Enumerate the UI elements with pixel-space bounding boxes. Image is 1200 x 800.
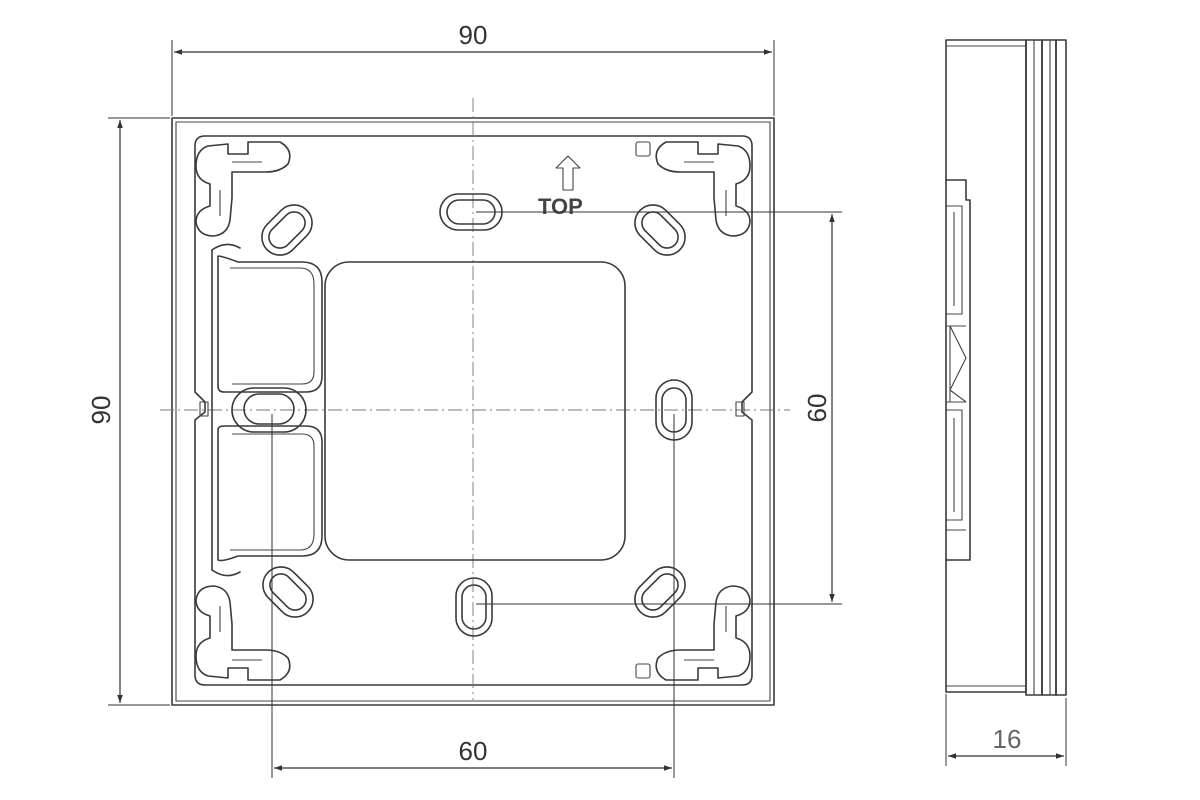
side-view [945, 39, 1067, 696]
dimension-hole-spacing-horizontal-60: 60 [271, 414, 675, 778]
top-orientation-marking: TOP [538, 155, 583, 219]
corner-clip-bottom-left [195, 585, 291, 681]
left-notch [199, 401, 209, 417]
side-body [945, 39, 1027, 693]
dimension-depth-label: 16 [993, 724, 1022, 754]
dimension-hole-spacing-vertical-60: 60 [476, 211, 842, 605]
diagonal-slot-top-right [634, 204, 686, 256]
bottom-mounting-slot [455, 577, 493, 637]
dimension-vertical-spacing-label: 60 [802, 394, 832, 423]
side-clip-profile [945, 179, 971, 561]
diagonal-slot-bottom-right [634, 566, 686, 618]
dimension-horizontal-spacing-label: 60 [459, 736, 488, 766]
dimension-height-label: 90 [86, 396, 116, 425]
left-center-mounting-slot [231, 387, 307, 433]
dimension-depth-16: 16 [945, 694, 1067, 766]
diagonal-slot-top-left [261, 204, 313, 256]
corner-clip-bottom-right [635, 585, 751, 681]
plate-body-outline [194, 135, 753, 686]
dimension-height-90: 90 [86, 117, 170, 706]
right-notch [735, 401, 745, 417]
dimension-width-label: 90 [459, 20, 488, 50]
side-cover-back [1055, 39, 1067, 696]
diagonal-slot-bottom-left [262, 566, 314, 618]
corner-clip-top-left [195, 141, 291, 237]
side-cover-middle [1041, 39, 1057, 696]
up-arrow-icon [555, 155, 581, 191]
top-label: TOP [538, 194, 583, 219]
front-view: TOP [160, 98, 790, 706]
central-recess [324, 261, 626, 561]
left-clip-channel [211, 243, 323, 577]
corner-clip-top-right [635, 141, 751, 237]
dimension-width-90: 90 [171, 20, 775, 116]
